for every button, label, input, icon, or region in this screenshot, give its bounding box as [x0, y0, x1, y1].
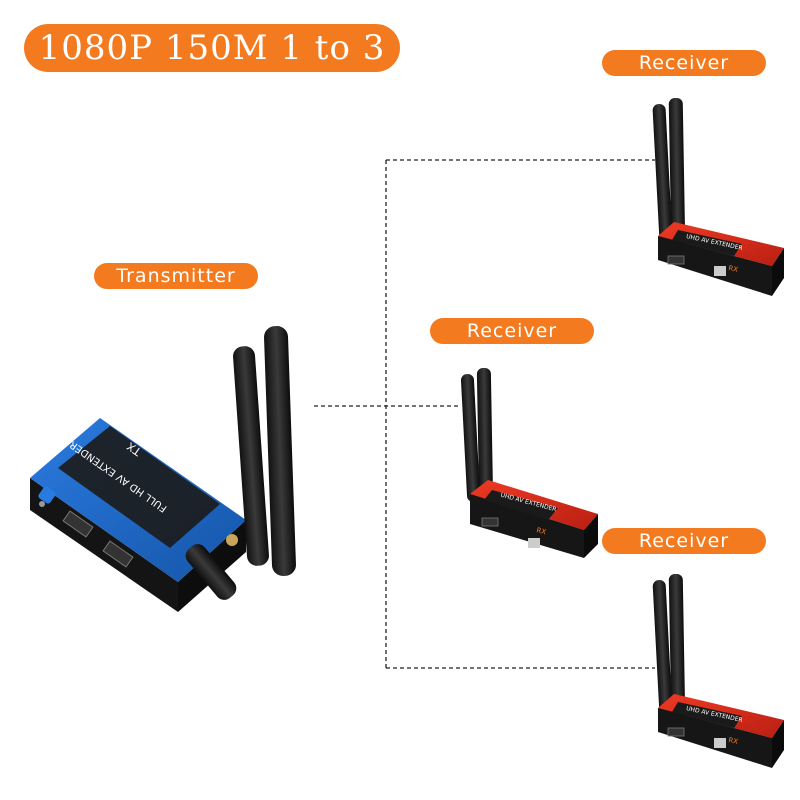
ethernet-port-icon [528, 538, 540, 548]
receiver-badge: RX [535, 526, 547, 536]
receiver-antennas [652, 573, 686, 721]
hdmi-port-1-icon [62, 510, 94, 538]
receiver-bottom-label: Receiver [602, 528, 766, 554]
antenna-icon [668, 97, 686, 249]
antenna-icon [476, 367, 494, 505]
audio-port-icon [38, 486, 56, 504]
antenna-icon [652, 580, 673, 716]
transmitter-device: FULL HD AV EXTENDER TX [30, 326, 296, 612]
dashed-connection-lines [314, 159, 655, 669]
receiver-badge: RX [728, 264, 739, 274]
receiver-antennas [460, 367, 494, 505]
receiver-mid-device: UHD AV EXTENDER RX [460, 367, 598, 558]
transmitter-antennas [185, 326, 296, 600]
receiver-top-label-text: Receiver [638, 52, 730, 74]
antenna-icon [668, 573, 686, 721]
receiver-top-device: UHD AV EXTENDER RX [652, 97, 784, 296]
antenna-icon [264, 326, 296, 576]
title-text: 1080P 150M 1 to 3 [38, 28, 386, 68]
receiver-mid-label: Receiver [430, 318, 594, 344]
title-badge: 1080P 150M 1 to 3 [24, 24, 400, 72]
audio-jack-icon [39, 501, 45, 507]
hdmi-port-icon [481, 517, 499, 527]
receiver-top-label: Receiver [602, 50, 766, 76]
antenna-icon [652, 104, 673, 244]
transmitter-label-text: Transmitter [116, 265, 236, 287]
hdmi-port-2-icon [102, 540, 134, 568]
hdmi-port-icon [667, 727, 685, 737]
receiver-bottom-device: UHD AV EXTENDER RX [652, 573, 784, 768]
receiver-badge: RX [728, 736, 739, 746]
receiver-mid-label-text: Receiver [466, 320, 558, 342]
ethernet-port-icon [714, 738, 726, 748]
antenna-icon [185, 544, 237, 600]
antenna-icon [233, 346, 269, 566]
receiver-bottom-label-text: Receiver [638, 530, 730, 552]
antenna-connector-icon [226, 534, 238, 546]
receiver-antennas [652, 97, 686, 249]
transmitter-label: Transmitter [94, 263, 258, 289]
ethernet-port-icon [714, 266, 726, 276]
hdmi-port-icon [667, 255, 685, 265]
antenna-icon [460, 374, 481, 502]
